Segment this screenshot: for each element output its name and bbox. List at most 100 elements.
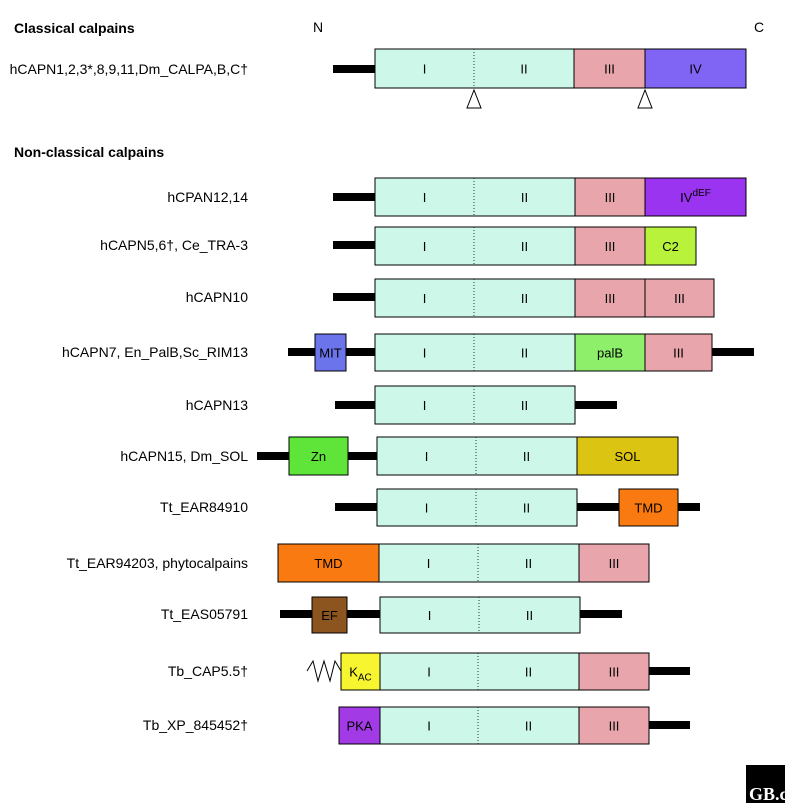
backbone-segment xyxy=(712,348,754,356)
backbone-segment xyxy=(347,610,381,618)
protein-label: Tt_EAR84910 xyxy=(160,499,248,515)
domain-ii-label: II xyxy=(521,239,528,254)
domain-tmd-box xyxy=(618,488,679,527)
domain-iii-label: III xyxy=(604,62,615,77)
domain-iii-label: III xyxy=(605,239,616,254)
domain-ii-label: II xyxy=(525,719,532,734)
domain-pka-label: PKA xyxy=(346,719,372,734)
zigzag-anchor xyxy=(306,659,342,683)
protein-label: Tt_EAS05791 xyxy=(161,606,248,622)
cleavage-site-marker xyxy=(637,88,653,109)
domain-tmd-label: TMD xyxy=(314,556,342,571)
core-domain-box xyxy=(374,278,576,318)
domain-zn-box xyxy=(288,436,349,476)
c-terminus-label: C xyxy=(754,19,764,35)
core-domain-box xyxy=(374,385,576,425)
backbone-segment xyxy=(333,65,376,73)
domain-i-label: I xyxy=(427,665,431,680)
protein-label: hCAPN13 xyxy=(186,397,248,413)
domain-iii-box xyxy=(574,226,646,266)
domain-iv-label: IV xyxy=(689,62,702,77)
domain-iii-label: III xyxy=(674,291,685,306)
backbone-segment xyxy=(346,348,376,356)
domain-i-label: I xyxy=(423,190,427,205)
domain-i-label: I xyxy=(428,608,432,623)
domain-iii-box xyxy=(573,48,646,89)
backbone-segment xyxy=(333,293,376,301)
core-domain-box xyxy=(379,596,581,634)
domain-ef-box xyxy=(311,596,348,634)
journal-logo: GB.c xyxy=(746,765,785,803)
domain-ii-label: II xyxy=(523,449,530,464)
backbone-segment xyxy=(257,452,290,460)
domain-i-label: I xyxy=(423,346,427,361)
domain-i-label: I xyxy=(427,556,431,571)
domain-ii-label: II xyxy=(521,398,528,413)
core-domain-box xyxy=(374,333,576,372)
domain-i-label: I xyxy=(423,398,427,413)
protein-label: Tb_XP_845452† xyxy=(143,717,248,733)
domain-iii-box xyxy=(644,333,713,372)
domain-palb-box xyxy=(574,333,646,372)
domain-iii-label: III xyxy=(605,190,616,205)
domain-iii-box xyxy=(578,543,650,583)
domain-tmd-box xyxy=(277,543,380,583)
domain-tmd-label: TMD xyxy=(634,501,662,516)
domain-superscript: dEF xyxy=(692,188,710,199)
classical-heading: Classical calpains xyxy=(14,20,135,36)
core-domain-box xyxy=(376,488,578,527)
core-domain-box xyxy=(376,436,578,476)
backbone-segment xyxy=(575,401,617,409)
core-domain-box xyxy=(374,177,576,217)
backbone-segment xyxy=(335,503,378,511)
domain-mit-label: MIT xyxy=(319,346,341,361)
backbone-segment xyxy=(678,503,700,511)
n-terminus-label: N xyxy=(313,19,323,35)
core-domain-box xyxy=(374,226,576,266)
domain-i-label: I xyxy=(427,719,431,734)
domain-iii-box xyxy=(574,177,646,217)
domain-pka-box xyxy=(338,706,381,745)
domain-i-label: I xyxy=(425,449,429,464)
protein-label: hCAPN5,6†, Ce_TRA-3 xyxy=(100,237,248,253)
domain-i-label: I xyxy=(423,62,427,77)
domain-zn-label: Zn xyxy=(311,449,326,464)
protein-label: hCPAN12,14 xyxy=(167,189,248,205)
core-domain-box xyxy=(379,706,580,745)
domain-c2-box xyxy=(644,226,697,266)
domain-ii-label: II xyxy=(525,665,532,680)
backbone-segment xyxy=(280,610,313,618)
backbone-segment xyxy=(649,721,690,729)
domain-ii-label: II xyxy=(520,62,527,77)
domain-ef-label: EF xyxy=(321,608,338,623)
protein-label: hCAPN7, En_PalB,Sc_RIM13 xyxy=(62,344,248,360)
domain-i-label: I xyxy=(425,501,429,516)
domain-palb-label: palB xyxy=(597,346,623,361)
core-domain-box xyxy=(378,543,580,583)
domain-mit-box xyxy=(314,333,347,372)
core-domain-box xyxy=(379,652,580,691)
domain-k-box xyxy=(340,652,381,691)
domain-iii-box xyxy=(644,278,715,318)
domain-iii-label: III xyxy=(609,556,620,571)
cleavage-site-marker xyxy=(466,88,482,109)
domain-ii-label: II xyxy=(521,291,528,306)
protein-label: hCAPN1,2,3*,8,9,11,Dm_CALPA,B,C† xyxy=(10,61,248,77)
domain-iii-label: III xyxy=(609,665,620,680)
domain-ii-label: II xyxy=(523,501,530,516)
domain-i-label: I xyxy=(423,291,427,306)
domain-i-label: I xyxy=(423,239,427,254)
domain-ii-label: II xyxy=(521,346,528,361)
backbone-segment xyxy=(348,452,378,460)
domain-subscript: AC xyxy=(358,673,372,684)
backbone-segment xyxy=(335,401,376,409)
domain-iii-label: III xyxy=(609,719,620,734)
backbone-segment xyxy=(580,610,622,618)
protein-label: Tb_CAP5.5† xyxy=(168,663,248,679)
nonclassical-heading: Non-classical calpains xyxy=(14,144,164,160)
protein-label: Tt_EAR94203, phytocalpains xyxy=(67,555,248,571)
backbone-segment xyxy=(288,348,316,356)
domain-ii-label: II xyxy=(525,556,532,571)
